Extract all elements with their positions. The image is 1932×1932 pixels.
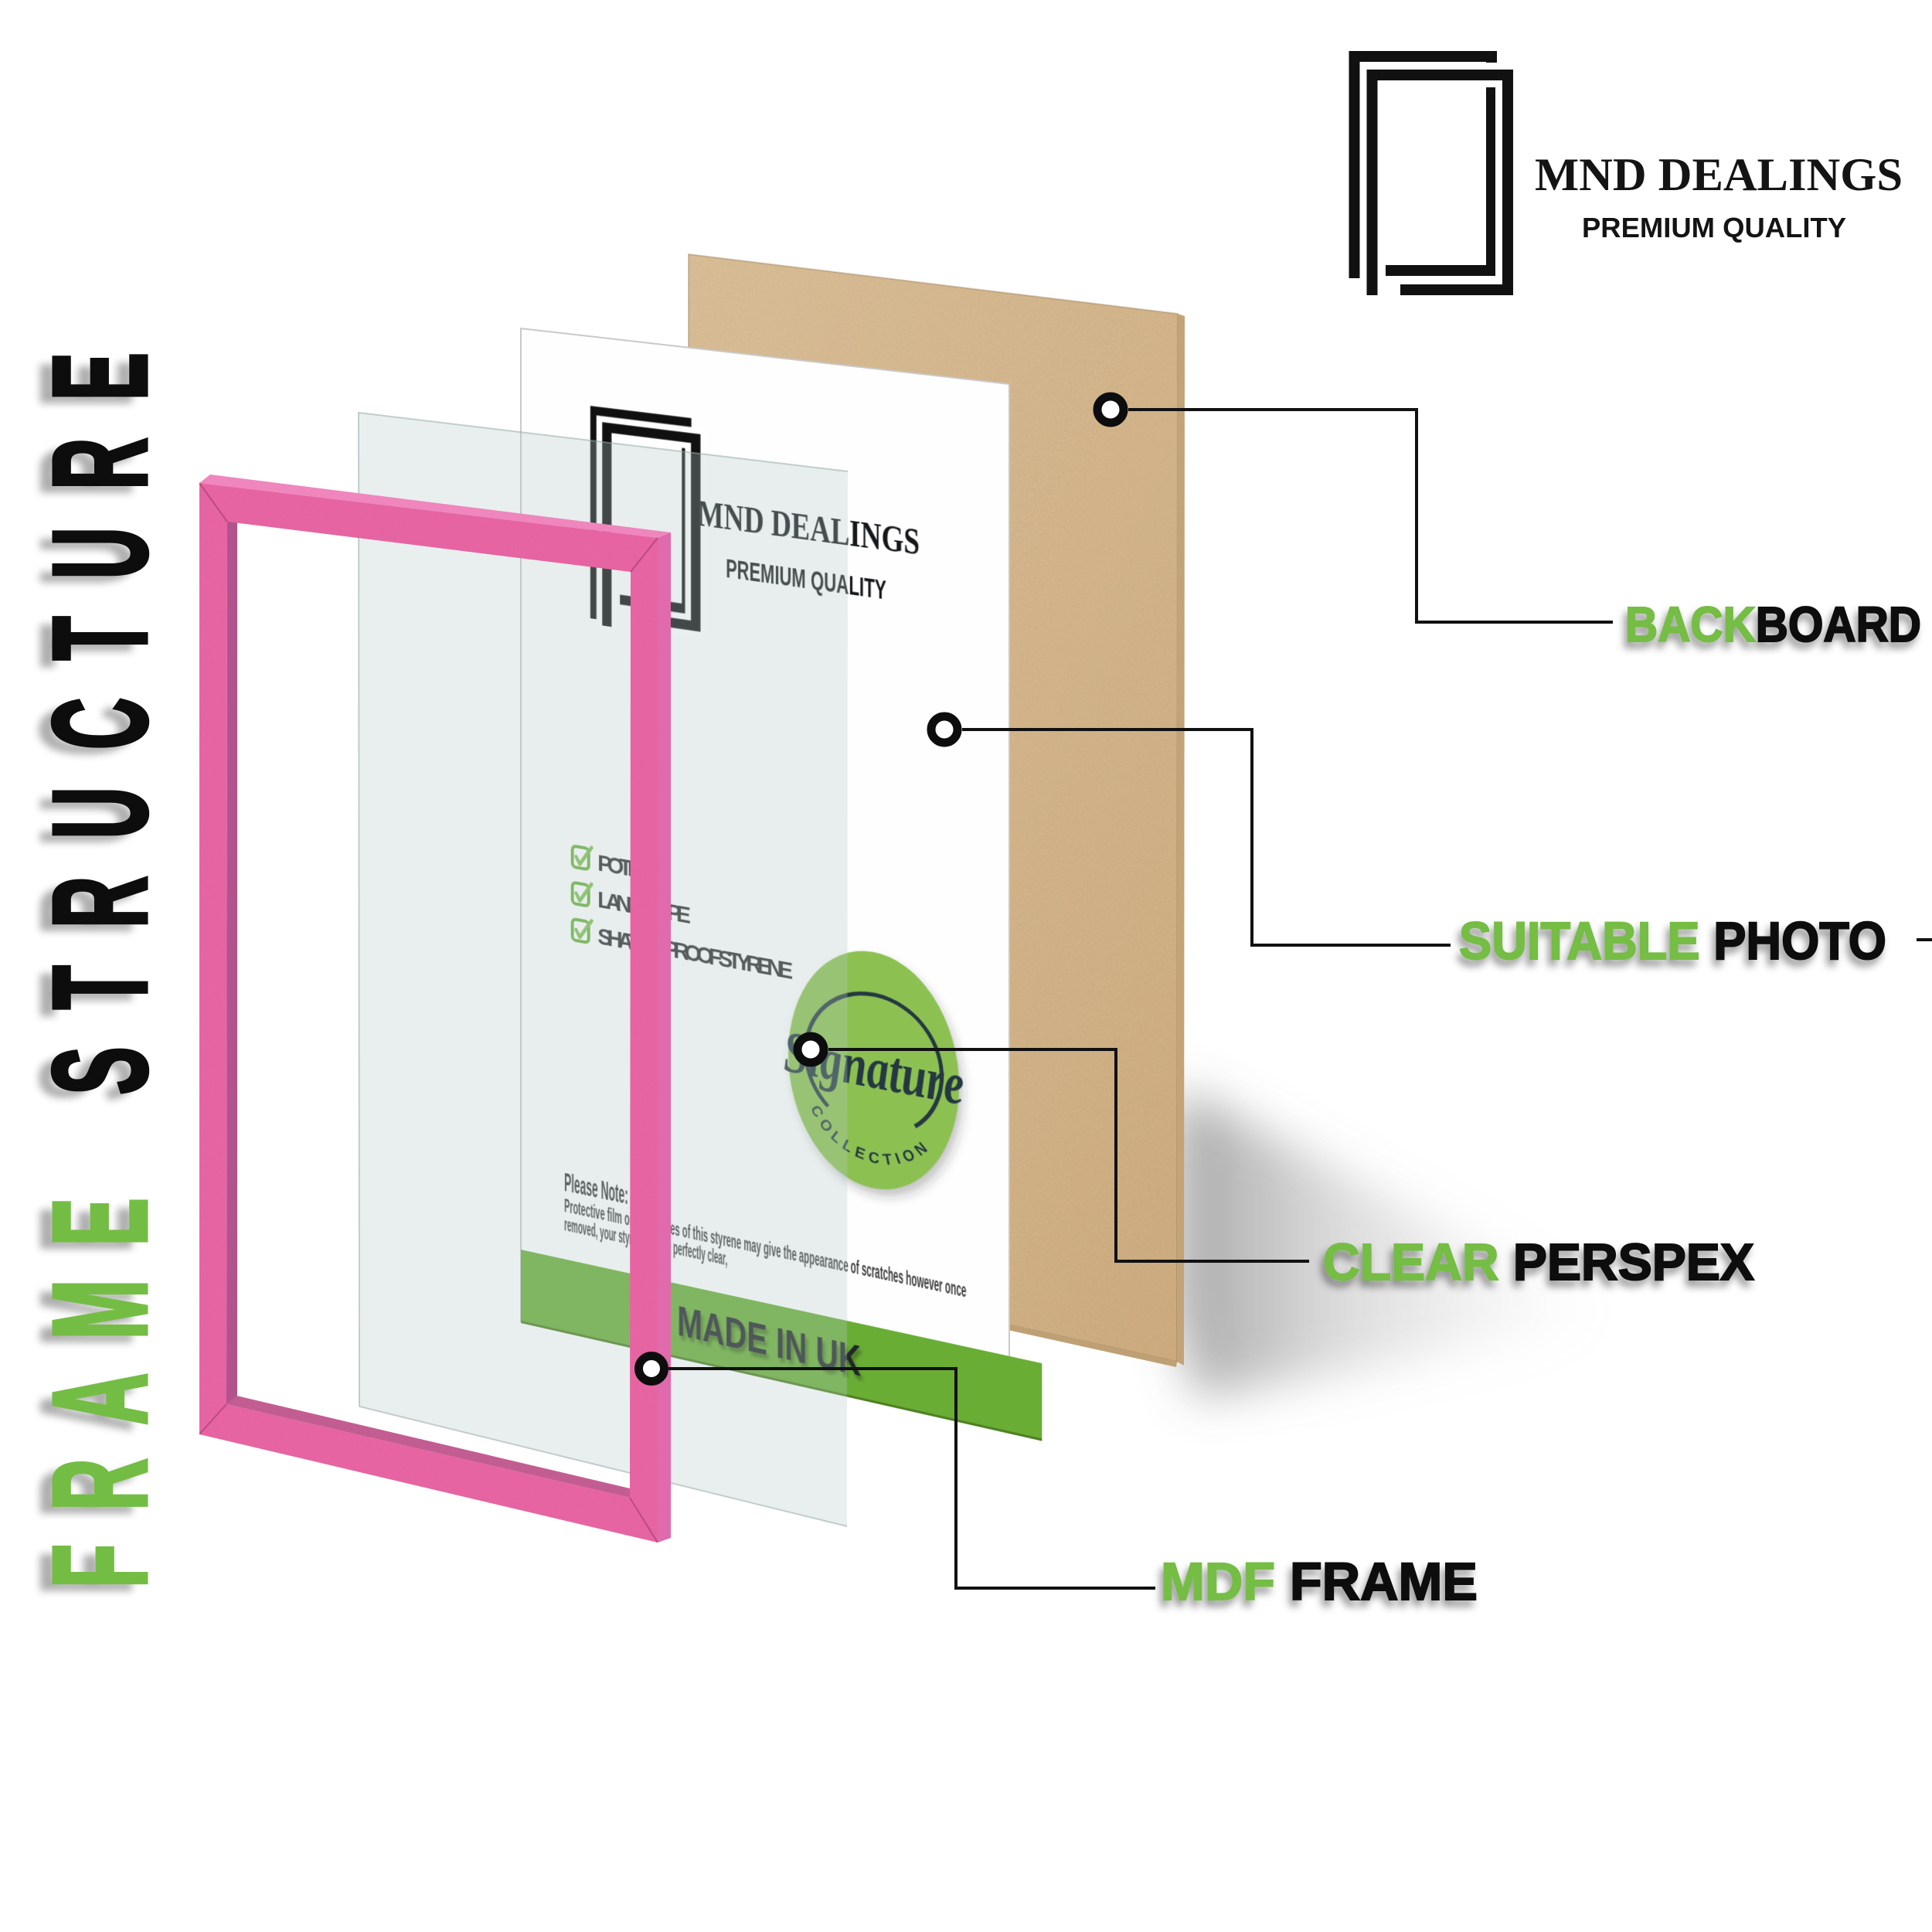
svg-text:BACKBOARD: BACKBOARD: [1625, 597, 1921, 652]
svg-text:PREMIUM QUALITY: PREMIUM QUALITY: [1582, 212, 1846, 243]
svg-text:MDF FRAME: MDF FRAME: [1161, 1552, 1478, 1611]
svg-text:SUITABLE PHOTO: SUITABLE PHOTO: [1459, 911, 1886, 971]
svg-text:CLEAR PERSPEX: CLEAR PERSPEX: [1323, 1233, 1754, 1291]
svg-text:MND DEALINGS: MND DEALINGS: [1535, 149, 1903, 200]
